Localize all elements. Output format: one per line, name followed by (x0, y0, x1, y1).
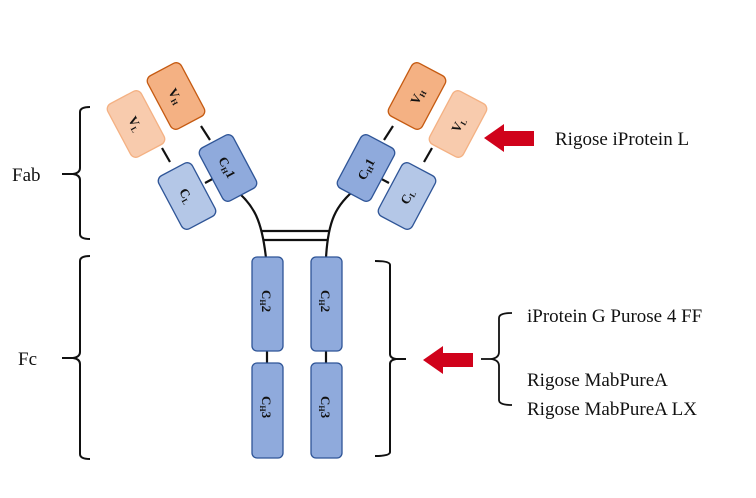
vl-cl-linker-left (161, 147, 171, 163)
ch2-label: CH2 (258, 290, 274, 312)
fc-label: Fc (18, 349, 37, 370)
domain-vh-right: VH (387, 62, 447, 130)
protein-l-resin-label: Rigose iProtein L (555, 129, 689, 150)
vl-label: VL (448, 115, 469, 136)
right-heavy-chain-link (324, 187, 358, 259)
fc-right-bracket (374, 260, 406, 457)
domain-ch2-right: CH2 (310, 256, 343, 352)
domain-vh-left: VH (146, 62, 206, 130)
domain-ch2-left: CH2 (251, 256, 284, 352)
ch3-label: CH3 (317, 396, 333, 419)
domain-vl-right: VL (428, 90, 488, 158)
fc-brace (62, 255, 91, 460)
left-fab-arm: VH VL CH1 CL (106, 62, 258, 230)
cl-label: CL (397, 187, 418, 208)
fc-resin-label-3: Rigose MabPureA LX (527, 399, 697, 420)
domain-ch3-right: CH3 (310, 362, 343, 459)
vh-ch1-linker-left (200, 125, 211, 141)
domain-vl-left: VL (106, 90, 166, 158)
ch2-label: CH2 (317, 290, 333, 312)
fab-brace (62, 106, 91, 240)
domain-cl-right: CL (377, 162, 437, 230)
vl-cl-linker-right (423, 147, 433, 163)
fc-region: CH2 CH2 CH3 CH3 (251, 256, 343, 459)
left-heavy-chain-link (232, 187, 268, 259)
right-fab-arm: VH VL CH1 CL (336, 62, 488, 230)
fab-label: Fab (12, 165, 41, 186)
domain-ch1-right: CH1 (336, 134, 396, 202)
domain-cl-left: CL (157, 162, 217, 230)
domain-ch3-left: CH3 (251, 362, 284, 459)
vh-ch1-linker-right (383, 125, 394, 141)
fc-targets-brace (481, 312, 513, 406)
fc-resin-label-1: iProtein G Purose 4 FF (527, 306, 702, 327)
arrow-icon-protein-l (484, 124, 534, 152)
fc-resin-label-2: Rigose MabPureA (527, 370, 668, 391)
arrow-icon-fc (423, 346, 473, 374)
ch3-label: CH3 (258, 396, 274, 419)
vh-label: VH (407, 85, 429, 107)
domain-ch1-left: CH1 (198, 134, 258, 202)
